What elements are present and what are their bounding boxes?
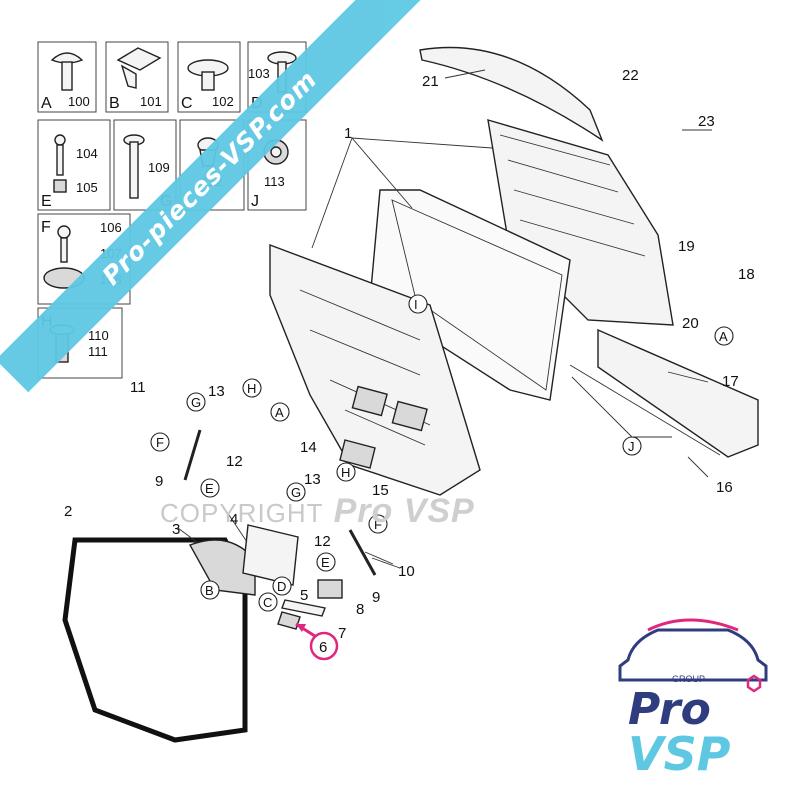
bracket-6 [277, 611, 301, 630]
legend-number-104: 104 [76, 146, 98, 161]
part-number-9-lower: 9 [372, 589, 380, 606]
circled-letter-e-upper: E [205, 481, 214, 496]
circled-letter-f-left: F [156, 435, 164, 450]
part-number-7: 7 [338, 625, 346, 642]
legend-letter-j: J [251, 193, 259, 210]
copyright-watermark: COPYRIGHT Pro VSP [160, 492, 475, 531]
watermark-text: COPYRIGHT [160, 498, 324, 528]
legend-number-113: 113 [264, 174, 285, 189]
legend-number-109: 109 [148, 160, 170, 175]
part-number-17: 17 [722, 373, 739, 390]
bracket-7 [281, 599, 326, 617]
part-number-1: 1 [344, 125, 352, 142]
circled-letter-c: C [263, 595, 272, 610]
logo-brand-top: Pro [628, 684, 711, 735]
legend-number-100: 100 [68, 94, 90, 109]
circled-letter-f-right: F [374, 517, 382, 532]
circled-letter-a-right: A [719, 329, 728, 344]
logo-group-label: GROUP [672, 674, 705, 684]
part-number-14: 14 [300, 439, 317, 456]
part-number-5: 5 [300, 587, 308, 604]
circled-letter-h-lower: H [341, 465, 350, 480]
legend-letter-a: A [41, 95, 52, 112]
part-number-12-lower: 12 [314, 533, 331, 550]
spoiler-21 [419, 46, 604, 142]
part-number-12-upper: 12 [226, 453, 243, 470]
trim-strip-17 [597, 328, 759, 458]
circled-letter-g-upper: G [191, 395, 201, 410]
part-number-20: 20 [682, 315, 699, 332]
part-number-21: 21 [422, 73, 439, 90]
watermark-brand: Pro VSP [333, 492, 475, 530]
legend-box-b: B 101 [105, 41, 169, 113]
sheet-4 [242, 524, 299, 586]
legend-number-111: 111 [88, 344, 108, 359]
legend-number-101: 101 [140, 94, 162, 109]
part-number-18: 18 [738, 266, 755, 283]
legend-box-a: A 100 [37, 41, 97, 113]
trim-cover-3 [188, 539, 256, 596]
legend-box-e: E 104 105 [37, 119, 111, 211]
part-number-8: 8 [356, 601, 364, 618]
gas-strut-upper-9 [183, 429, 202, 481]
circled-letter-j: J [628, 439, 635, 454]
part-number-13-upper: 13 [208, 383, 225, 400]
legend-number-103: 103 [248, 66, 270, 81]
legend-number-106: 106 [100, 220, 122, 235]
trim-strip-16 [569, 364, 721, 456]
lock-8 [317, 579, 343, 599]
circled-letter-h-upper: H [247, 381, 256, 396]
part-number-labels: 1 2 3 4 5 6 7 8 9 9 10 11 12 12 13 13 14… [64, 67, 755, 656]
logo-brand-bottom: VSP [628, 727, 731, 780]
legend-letter-f: F [41, 219, 51, 236]
car-outline-icon [618, 628, 768, 682]
circled-letter-e-lower: E [321, 555, 330, 570]
part-number-13-lower: 13 [304, 471, 321, 488]
legend-letter-c: C [181, 95, 193, 112]
part-number-6: 6 [319, 639, 327, 656]
legend-number-102: 102 [212, 94, 234, 109]
leader-lines [177, 69, 712, 569]
part-number-19: 19 [678, 238, 695, 255]
circled-letters: I A A J H H G G F F E E A B C D [150, 294, 734, 612]
part-number-22: 22 [622, 67, 639, 84]
gas-strut-lower-9 [348, 529, 377, 576]
highlight-marker-6 [295, 622, 339, 661]
provsp-logo: GROUP Pro VSP [618, 618, 768, 780]
legend-letter-e: E [41, 193, 52, 210]
legend-letter-b: B [109, 95, 120, 112]
part-number-15: 15 [372, 482, 389, 499]
part-number-10: 10 [398, 563, 415, 580]
part-number-23: 23 [698, 113, 715, 130]
circled-letter-i: I [414, 297, 418, 312]
legend-box-c: C 102 [177, 41, 241, 113]
part-number-16: 16 [716, 479, 733, 496]
tailgate-inner-panel [269, 243, 481, 496]
part-number-11: 11 [130, 379, 146, 396]
legend-number-110: 110 [88, 328, 109, 343]
circled-letter-a-mid: A [275, 405, 284, 420]
part-number-4: 4 [230, 511, 238, 528]
part-number-9-upper: 9 [155, 473, 163, 490]
hex-bolt-icon [746, 674, 762, 693]
circled-letter-g-lower: G [291, 485, 301, 500]
circled-letter-b: B [205, 583, 214, 598]
part-number-3: 3 [172, 521, 180, 538]
handle-15 [339, 439, 376, 469]
legend-number-105: 105 [76, 180, 98, 195]
part-number-2: 2 [64, 503, 72, 520]
circled-letter-d: D [277, 579, 286, 594]
